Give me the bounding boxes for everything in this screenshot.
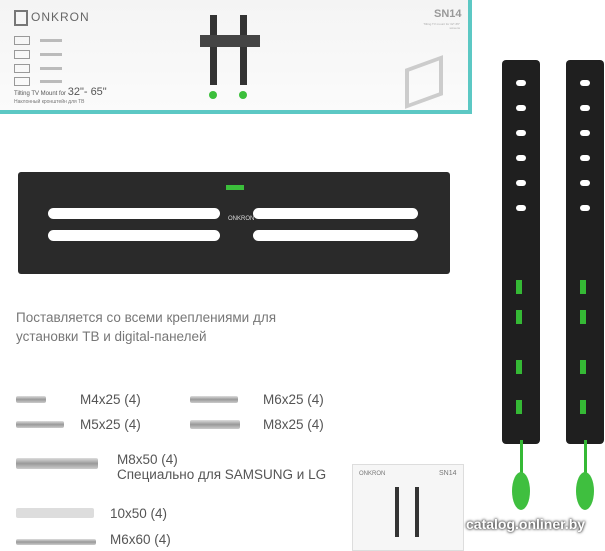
hardware-label: M5x25 (4) bbox=[80, 417, 141, 432]
bubble-level bbox=[226, 185, 244, 190]
slot bbox=[48, 230, 220, 241]
screw-icon bbox=[16, 421, 64, 428]
box-mount-image bbox=[200, 15, 260, 99]
size-range: 32"- 65" bbox=[67, 86, 107, 98]
spec-icon-tilt bbox=[14, 60, 74, 73]
mini-box-image: ONKRON SN14 bbox=[352, 464, 464, 551]
pull-tab bbox=[576, 472, 594, 510]
watermark: catalog.onliner.by bbox=[466, 516, 586, 532]
pull-tab bbox=[512, 472, 530, 510]
mini-model: SN14 bbox=[439, 470, 457, 477]
hardware-label: 10x50 (4) bbox=[110, 506, 168, 521]
hardware-label: M8x50 (4) bbox=[117, 452, 178, 467]
product-box bbox=[0, 0, 472, 114]
screw-icon bbox=[16, 396, 46, 403]
box-mount-title: Tilting TV Mount for 32"- 65" bbox=[14, 86, 107, 98]
vertical-arm-left bbox=[502, 60, 540, 444]
box-model: SN14 bbox=[434, 8, 462, 20]
box-subtitle: Наклонный кронштейн для ТВ bbox=[14, 99, 85, 105]
hardware-note: Специально для SAMSUNG и LG bbox=[117, 467, 327, 482]
hardware-label: M4x25 (4) bbox=[80, 392, 141, 407]
spec-icon-vesa bbox=[14, 46, 74, 59]
hardware-label: M8x25 (4) bbox=[263, 417, 324, 432]
box-brand: ONKRON bbox=[31, 10, 90, 25]
hardware-heading: Поставляется со всеми креплениями для ус… bbox=[16, 310, 277, 344]
slot bbox=[48, 208, 220, 219]
box-model-subtitle: Tilting TV mount for 32"-65" screens bbox=[423, 22, 460, 30]
wall-anchor-icon bbox=[16, 508, 94, 518]
screw-icon bbox=[190, 396, 238, 403]
slot bbox=[253, 208, 418, 219]
slot bbox=[253, 230, 418, 241]
onkron-logo-icon bbox=[14, 10, 28, 26]
box-logo: ONKRON bbox=[14, 10, 90, 26]
screw-icon bbox=[16, 458, 98, 469]
hardware-label: M6x60 (4) bbox=[110, 532, 171, 547]
release-strap bbox=[584, 440, 587, 485]
plate-brand: ONKRON bbox=[228, 216, 255, 222]
screw-icon bbox=[190, 420, 240, 429]
wall-plate: ONKRON bbox=[18, 172, 450, 274]
spec-icon-tv bbox=[14, 32, 74, 45]
spec-icon-weight bbox=[14, 73, 74, 86]
lag-bolt-icon bbox=[16, 539, 96, 545]
release-strap bbox=[520, 440, 523, 485]
mini-brand: ONKRON bbox=[359, 471, 386, 477]
hardware-label: M6x25 (4) bbox=[263, 392, 324, 407]
vertical-arm-right bbox=[566, 60, 604, 444]
title-prefix: Tilting TV Mount for bbox=[14, 91, 67, 97]
